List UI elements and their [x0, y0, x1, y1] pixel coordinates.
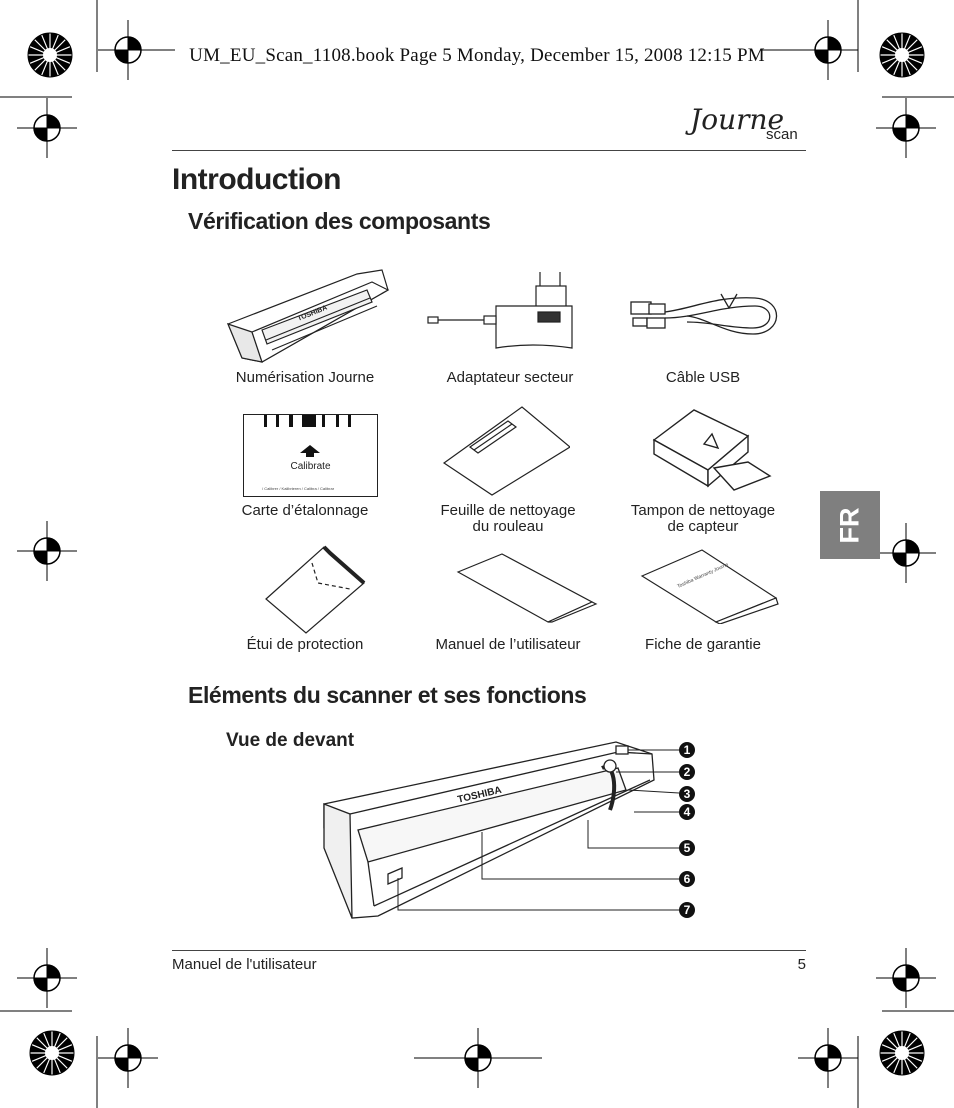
footer-manual-title: Manuel de l'utilisateur [172, 956, 317, 973]
caption-usb-cable: Câble USB [665, 369, 741, 386]
protective-sleeve-illustration [265, 545, 366, 634]
brand-logo-script: Journe [690, 103, 785, 136]
brand-logo-subtext: scan [766, 126, 798, 143]
language-tab [820, 491, 880, 559]
calibration-card-fine-print: / Calibrer / Kalibrieren / Calibra / Cal… [262, 486, 335, 491]
section-heading-scanner-features: Eléments du scanner et ses fonctions [188, 682, 587, 708]
scanner-illustration: TOSHIBA [226, 269, 390, 363]
caption-warranty-card: Fiche de garantie [645, 636, 761, 653]
user-manual-illustration [456, 553, 598, 623]
footer-rule [172, 950, 806, 951]
roller-cleaning-sheet-illustration [442, 406, 570, 496]
calibration-card-text: Calibrate [290, 461, 331, 472]
caption-power-adapter: Adaptateur secteur [446, 369, 574, 386]
page-number: 5 [797, 956, 806, 973]
callout-6: 6 [679, 871, 695, 887]
callout-1: 1 [679, 742, 695, 758]
power-adapter-illustration [427, 272, 573, 349]
header-rule [172, 150, 806, 151]
callout-3: 3 [679, 786, 695, 802]
usb-cable-illustration [630, 293, 778, 335]
callout-2: 2 [679, 764, 695, 780]
print-slug-line: UM_EU_Scan_1108.book Page 5 Monday, Dece… [189, 45, 765, 66]
language-tab-label: FR [834, 507, 865, 543]
caption-protective-sleeve: Étui de protection [246, 636, 364, 653]
sensor-cleaning-pad-illustration [652, 409, 772, 491]
callout-4: 4 [679, 804, 695, 820]
front-view-heading: Vue de devant [226, 730, 355, 751]
callout-7: 7 [679, 902, 695, 918]
calibration-card-illustration: Calibrate / Calibrer / Kalibrieren / Cal… [243, 414, 378, 497]
warranty-card-illustration: Toshiba Warranty Journe [640, 549, 779, 624]
caption-sensor-cleaning-pad: Tampon de nettoyage de capteur [630, 502, 776, 535]
calibration-card-graphic [264, 415, 351, 457]
section-heading-components: Vérification des composants [188, 208, 491, 234]
caption-user-manual: Manuel de l’utilisateur [435, 636, 581, 653]
caption-calibration-card: Carte d’étalonnage [241, 502, 369, 519]
callout-5: 5 [679, 840, 695, 856]
language-tab-label-wrap: FR [820, 491, 880, 559]
page-title: Introduction [172, 163, 341, 196]
scanner-front-view-illustration: TOSHIBA [323, 741, 655, 919]
caption-scanner: Numérisation Journe [235, 369, 375, 386]
callout-leader-lines [397, 749, 680, 911]
caption-roller-cleaning-sheet: Feuille de nettoyage du rouleau [440, 502, 576, 535]
